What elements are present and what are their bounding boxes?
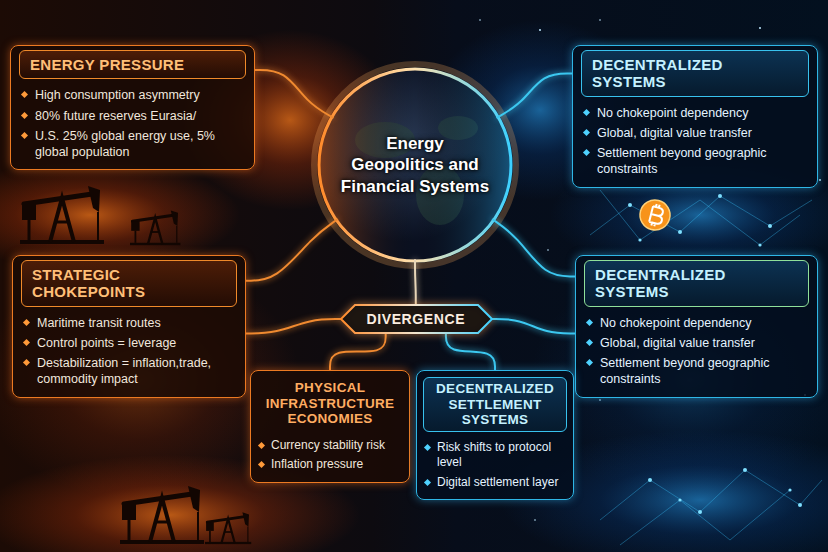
bullet-text: Settlement beyond geographic constraints	[600, 356, 770, 386]
bullet-marker	[583, 129, 590, 136]
bullet-row: Currency stability risk	[251, 436, 409, 456]
bullet-row: Destabilization = inflation,trade, commo…	[13, 353, 245, 390]
bullet-text: Maritime transit routes	[37, 316, 161, 330]
bullet-row: Settlement beyond geographic constraints	[576, 353, 817, 390]
box-heading: PHYSICAL INFRASTRUCTURE ECONOMIES	[257, 377, 403, 430]
bitcoin-coin	[637, 197, 673, 233]
box-heading: STRATEGIC CHOKEPOINTS	[21, 260, 237, 307]
bullet-marker	[21, 132, 28, 139]
bullet-row: 80% future reserves Eurasia/	[11, 106, 254, 126]
box-heading: DECENTRALIZED SYSTEMS	[581, 50, 809, 97]
bullet-text: No chokepoint dependency	[600, 316, 752, 330]
info-box: DECENTRALIZED SYSTEMS No chokepoint depen…	[575, 255, 818, 398]
info-box: PHYSICAL INFRASTRUCTURE ECONOMIES Currenc…	[250, 370, 410, 483]
info-box: DECENTRALIZED SYSTEMS No chokepoint depen…	[572, 45, 818, 188]
bullet-row: U.S. 25% global energy use, 5% global po…	[11, 126, 254, 163]
hexagon-shape	[341, 305, 492, 333]
bullet-text: Inflation pressure	[271, 457, 363, 471]
bullet-text: Global, digital value transfer	[600, 336, 755, 350]
bullet-row: High consumption asymmetry	[11, 85, 254, 105]
bullet-marker	[583, 149, 590, 156]
bullet-row: Maritime transit routes	[13, 313, 245, 333]
connector-line	[246, 219, 337, 280]
bullet-row: Digital settlement layer	[417, 473, 573, 493]
bullet-marker	[21, 91, 28, 98]
bullet-row: Settlement beyond geographic constraints	[573, 143, 817, 180]
bullet-row: Global, digital value transfer	[576, 333, 817, 353]
bullet-text: Control points = leverage	[37, 336, 176, 350]
connector-line	[414, 260, 417, 305]
bullet-marker	[586, 359, 593, 366]
info-box: DECENTRALIZED SETTLEMENT SYSTEMS Risk shi…	[416, 370, 574, 500]
connector-line	[446, 333, 495, 370]
info-box: ENERGY PRESSURE High consumption asymmetr…	[10, 45, 255, 170]
bullet-marker	[23, 359, 30, 366]
connector-line	[330, 333, 386, 370]
bullet-row: Control points = leverage	[13, 333, 245, 353]
hub-circle: Energy Geopolitics and Financial Systems	[320, 70, 510, 260]
connector-line	[493, 219, 575, 276]
bullet-text: Destabilization = inflation,trade, commo…	[37, 356, 211, 386]
bullet-row: Global, digital value transfer	[573, 123, 817, 143]
bullet-marker	[21, 111, 28, 118]
bullet-marker	[23, 318, 30, 325]
bullet-text: Digital settlement layer	[437, 475, 558, 489]
bullet-row: Inflation pressure	[251, 455, 409, 475]
bullet-text: U.S. 25% global energy use, 5% global po…	[35, 129, 215, 159]
box-heading: DECENTRALIZED SYSTEMS	[584, 260, 809, 307]
bullet-row: No chokepoint dependency	[573, 103, 817, 123]
box-heading: DECENTRALIZED SETTLEMENT SYSTEMS	[423, 377, 567, 432]
bullet-marker	[586, 318, 593, 325]
bullet-marker	[23, 339, 30, 346]
bullet-text: Global, digital value transfer	[597, 126, 752, 140]
connector-line	[491, 319, 575, 333]
bullet-marker	[258, 461, 265, 468]
info-box: STRATEGIC CHOKEPOINTS Maritime transit ro…	[12, 255, 246, 398]
connector-line	[246, 319, 341, 333]
divergence-hexagon: DIVERGENCE	[341, 305, 492, 333]
bullet-marker	[583, 108, 590, 115]
connector-line	[255, 70, 333, 117]
globe	[314, 64, 516, 266]
bullet-text: Currency stability risk	[271, 438, 385, 452]
divergence-label: DIVERGENCE	[341, 305, 492, 333]
bullet-marker	[586, 339, 593, 346]
bullet-text: Risk shifts to protocol level	[437, 440, 551, 470]
bullet-row: No chokepoint dependency	[576, 313, 817, 333]
connector-line	[497, 74, 572, 118]
bullet-marker	[424, 444, 431, 451]
bullet-marker	[258, 442, 265, 449]
bullet-text: No chokepoint dependency	[597, 106, 749, 120]
box-heading: ENERGY PRESSURE	[19, 50, 246, 79]
hub-title: Energy Geopolitics and Financial Systems	[320, 133, 510, 197]
bullet-text: Settlement beyond geographic constraints	[597, 146, 767, 176]
bullet-row: Risk shifts to protocol level	[417, 438, 573, 473]
bullet-text: High consumption asymmetry	[35, 88, 200, 102]
bullet-marker	[424, 479, 431, 486]
bullet-text: 80% future reserves Eurasia/	[35, 109, 196, 123]
